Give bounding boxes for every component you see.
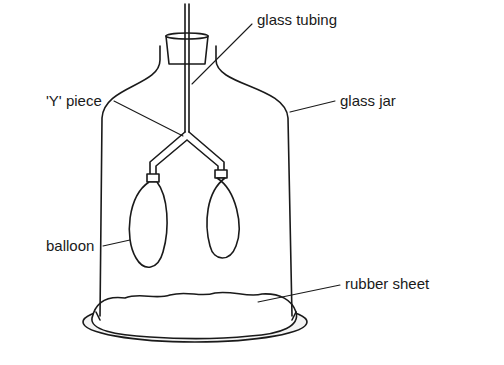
- glass-jar-right: [216, 46, 292, 316]
- jar-rim: [96, 312, 296, 320]
- balloon-neck: [215, 170, 227, 178]
- stopper: [166, 36, 208, 64]
- part-label: balloon: [46, 238, 94, 255]
- stopper-top: [166, 33, 208, 39]
- part-label: glass jar: [340, 93, 396, 110]
- leader-line: [103, 240, 130, 246]
- balloon-neck: [147, 174, 159, 182]
- leader-line: [290, 101, 335, 112]
- balloon-left: [129, 182, 167, 267]
- leader-line: [192, 24, 252, 84]
- y-piece-inner: [156, 140, 218, 176]
- rubber-sheet: [92, 292, 297, 338]
- balloon-right: [207, 178, 239, 258]
- leader-lines: [103, 24, 340, 302]
- glass-jar-left: [100, 46, 160, 316]
- glass-tubing: [185, 4, 189, 132]
- y-piece-outer: [150, 132, 224, 176]
- part-label: rubber sheet: [345, 276, 429, 293]
- leader-line: [258, 285, 340, 302]
- leader-line: [114, 101, 183, 136]
- part-label: 'Y' piece: [46, 93, 102, 110]
- part-label: glass tubing: [257, 12, 337, 29]
